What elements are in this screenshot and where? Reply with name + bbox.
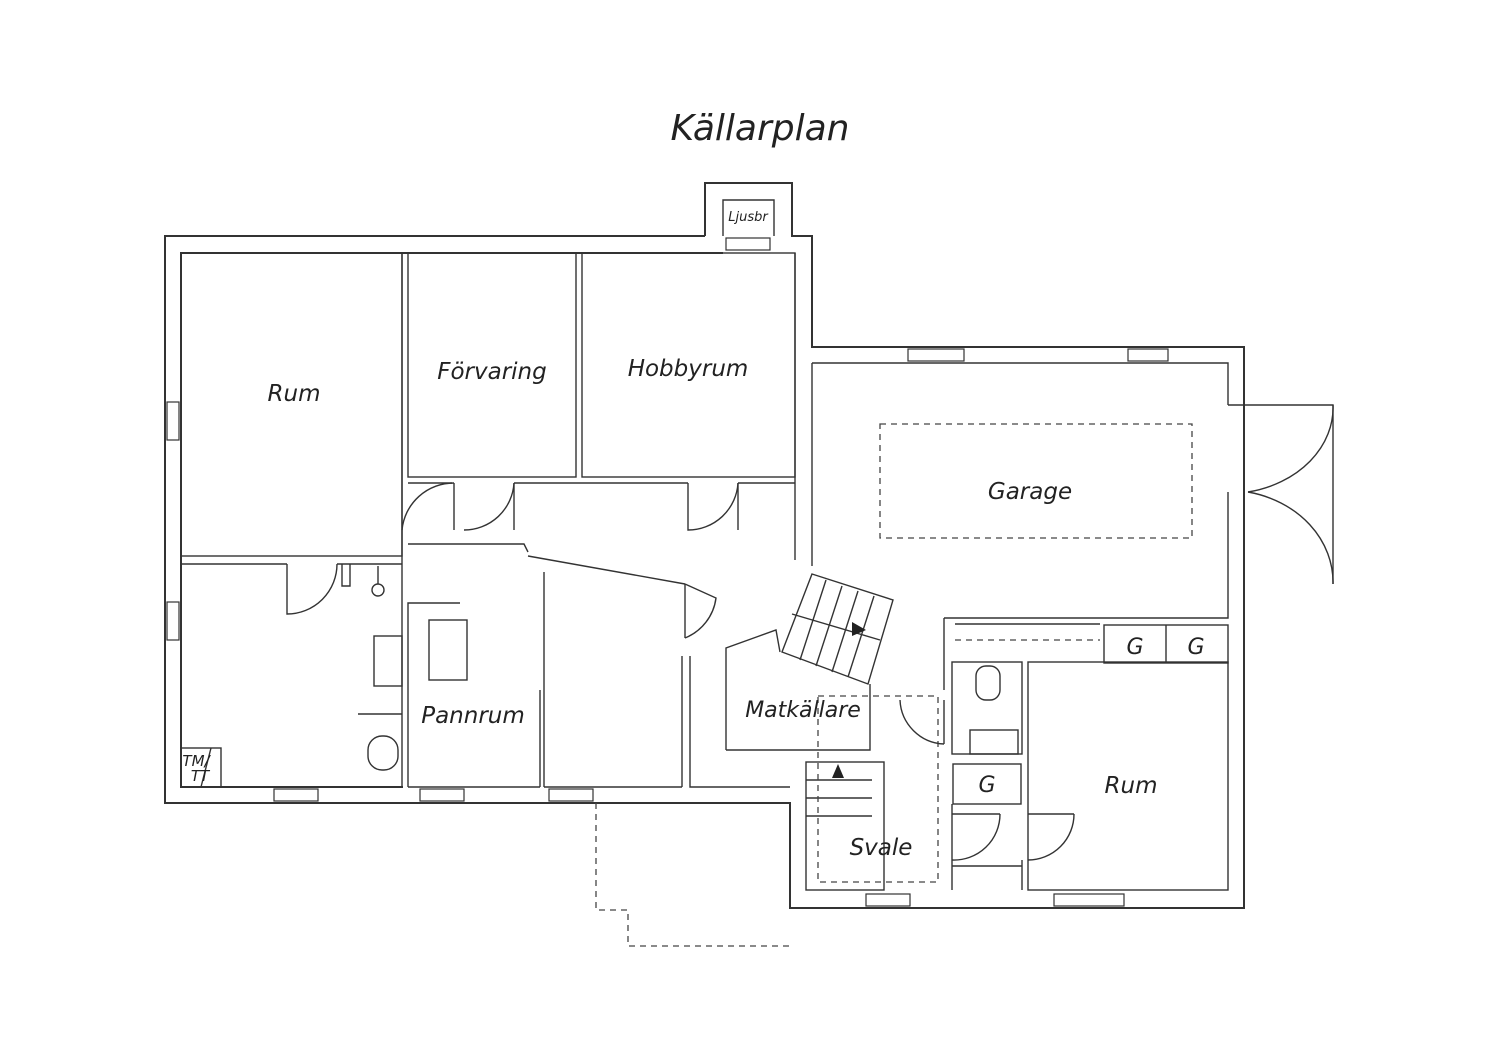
corridor-walls: [408, 482, 795, 638]
matkallare-walls: [689, 629, 871, 788]
window-symbol-icons: [166, 237, 1169, 907]
outdoor-path: [595, 803, 790, 947]
label-tmtt-top: TM/: [182, 752, 211, 770]
garage-doors: [1228, 404, 1334, 585]
bathroom-left: [341, 564, 403, 771]
plan-title: Källarplan: [671, 108, 850, 149]
label-svale: Svale: [850, 835, 913, 861]
pannrum-walls: [407, 572, 683, 788]
label-ljusbr: Ljusbr: [728, 210, 769, 225]
stairs-main: [781, 573, 894, 685]
label-rum-right: Rum: [1105, 773, 1158, 799]
garage-walls: [811, 362, 1229, 641]
door-swings: [286, 482, 1075, 861]
label-g2: G: [1187, 635, 1204, 660]
label-hobbyrum: Hobbyrum: [628, 356, 749, 382]
svale-walls: [805, 695, 1022, 891]
label-garage: Garage: [988, 479, 1072, 505]
label-g3: G: [978, 773, 995, 798]
stair-arrow-icon: [852, 622, 866, 636]
rum-left-walls: [180, 252, 403, 787]
label-forvaring: Förvaring: [437, 359, 547, 385]
label-g1: G: [1126, 635, 1143, 660]
hobbyrum-walls: [581, 252, 796, 560]
room-labels: Rum Förvaring Hobbyrum Garage Pannrum Ma…: [182, 210, 1204, 861]
label-rum-left: Rum: [268, 381, 321, 407]
bathroom-right: [943, 618, 1023, 755]
label-pannrum: Pannrum: [421, 703, 525, 729]
g-boxes: [952, 624, 1229, 805]
rum-right-walls: [1021, 661, 1229, 891]
stair-arrow-icon: [832, 764, 844, 778]
tmtt-box: [180, 747, 222, 788]
outer-walls: [164, 182, 1245, 909]
forvaring-walls: [407, 252, 577, 478]
label-matkallare: Matkällare: [745, 698, 861, 723]
label-tmtt-bottom: TT: [191, 767, 211, 785]
